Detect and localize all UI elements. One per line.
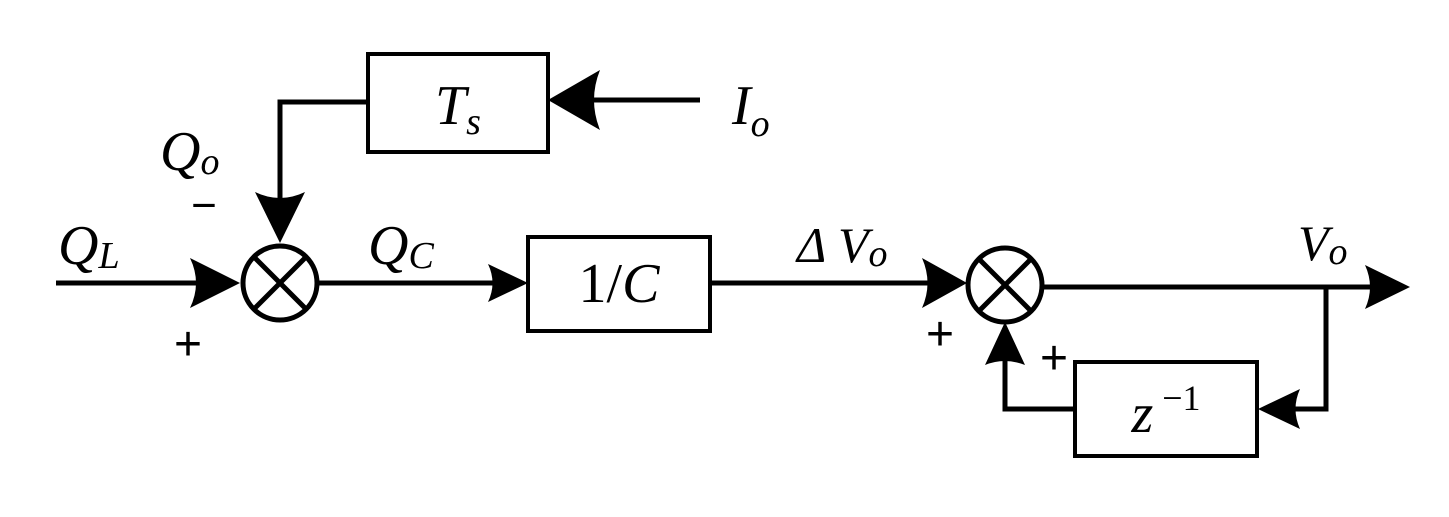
- vo-label: Vo: [1298, 215, 1348, 273]
- ts-block: [366, 52, 550, 154]
- arrowhead-delay-out: [985, 322, 1025, 365]
- qo-label: Qo: [160, 121, 219, 183]
- inv-c-block-label: 1/C: [579, 253, 661, 315]
- io-label: Io: [731, 75, 770, 145]
- arrowhead-delta-vo: [922, 258, 967, 308]
- ql-label: QL: [58, 215, 120, 277]
- arrowhead-vo: [1365, 265, 1410, 309]
- inv-c-block: [526, 235, 712, 333]
- arrowhead-qo: [255, 192, 305, 243]
- delay-block: [1073, 360, 1259, 458]
- wire-feedback-branch: [1290, 287, 1329, 412]
- sum2-left-sign: +: [926, 308, 954, 361]
- arrowhead-io: [548, 70, 600, 130]
- delay-block-label: z −1: [1130, 378, 1200, 445]
- summing-junction-2: [965, 245, 1045, 325]
- arrowhead-qc: [488, 264, 528, 302]
- wire-delay-to-sum2: [1002, 360, 1075, 412]
- ts-block-label: Ts: [435, 75, 481, 143]
- wire-ts-to-sum1: [277, 99, 368, 215]
- arrowhead-ql: [190, 258, 240, 308]
- qc-label: QC: [368, 215, 434, 277]
- sum2-bottom-sign: +: [1040, 332, 1068, 385]
- arrowhead-feedback: [1258, 389, 1300, 429]
- sum1-top-sign: −: [191, 181, 217, 230]
- summing-junction-1: [240, 243, 320, 323]
- sum1-left-sign: +: [174, 318, 202, 371]
- delta-vo-label: Δ Vo: [795, 217, 888, 275]
